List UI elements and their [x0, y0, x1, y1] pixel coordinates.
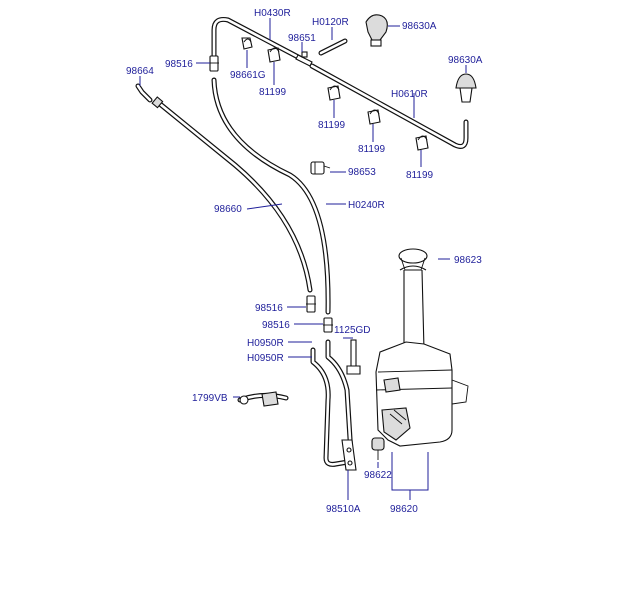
label-98661g: 98661G — [230, 70, 266, 81]
clip-81199-c — [367, 109, 381, 125]
reservoir-98620 — [375, 265, 469, 447]
label-98623: 98623 — [454, 255, 482, 266]
label-98622: 98622 — [364, 470, 392, 481]
bolt-1125gd — [346, 339, 361, 375]
label-98510a: 98510A — [326, 504, 361, 515]
nozzle-98630a-right — [455, 73, 477, 103]
label-98653: 98653 — [348, 167, 376, 178]
label-98664: 98664 — [126, 66, 154, 77]
bracket-98510a — [341, 439, 357, 471]
leader-lines — [139, 18, 467, 500]
strap-1799vb — [237, 391, 289, 407]
hose-h0240r — [211, 77, 331, 315]
label-81199-c: 81199 — [358, 144, 386, 155]
nozzle-98630a-top — [365, 14, 388, 47]
label-h0950r-b: H0950R — [247, 353, 284, 364]
hose-h0950r — [310, 339, 354, 467]
label-h0430r: H0430R — [254, 8, 291, 19]
label-98651: 98651 — [288, 33, 316, 44]
clip-98661g — [241, 37, 253, 50]
label-h0240r: H0240R — [348, 200, 385, 211]
label-h0120r: H0120R — [312, 17, 349, 28]
clip-81199-d — [415, 135, 429, 151]
label-h0950r-a: H0950R — [247, 338, 284, 349]
check-valve-98653 — [310, 161, 331, 175]
label-81199-a: 81199 — [259, 87, 287, 98]
clip-81199-a — [267, 47, 281, 63]
label-81199-d: 81199 — [406, 170, 434, 181]
tee-98651 — [295, 51, 313, 67]
part-labels: H0430R H0120R 98630A 98630A 98651 98516 … — [126, 8, 483, 515]
hose-h0610r — [309, 63, 469, 149]
connector-98516-top — [209, 55, 219, 72]
connector-98516-mid2 — [323, 317, 333, 333]
elbow-98664 — [135, 83, 164, 109]
label-98630a-top: 98630A — [402, 21, 437, 32]
clip-81199-b — [327, 85, 341, 101]
hose-h0120r — [318, 38, 348, 56]
connector-98516-mid1 — [306, 295, 316, 313]
label-1799vb: 1799VB — [192, 393, 228, 404]
label-98620: 98620 — [390, 504, 418, 515]
label-81199-b: 81199 — [318, 120, 346, 131]
hose-h0430r — [211, 17, 303, 61]
label-98516-mid1: 98516 — [255, 303, 283, 314]
label-98516-top: 98516 — [165, 59, 193, 70]
label-98660: 98660 — [214, 204, 242, 215]
cap-98623 — [398, 248, 428, 271]
label-98630a-right: 98630A — [448, 55, 483, 66]
label-1125gd: 1125GD — [334, 325, 371, 336]
label-98516-mid2: 98516 — [262, 320, 290, 331]
label-h0610r: H0610R — [391, 89, 428, 100]
hose-98660 — [157, 101, 313, 293]
pump-98622 — [371, 437, 385, 460]
